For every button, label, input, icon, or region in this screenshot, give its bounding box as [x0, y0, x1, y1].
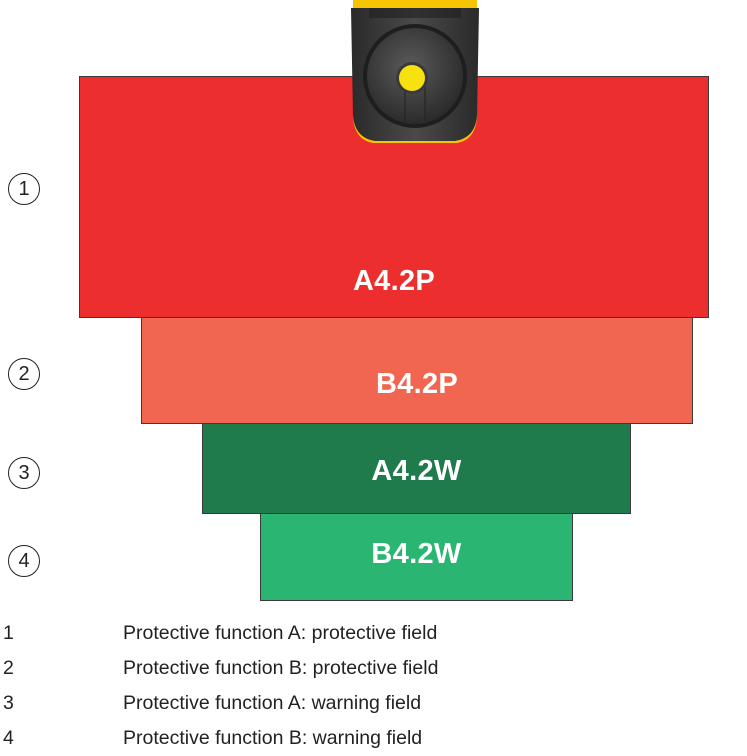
legend-item: 4 Protective function B: warning field	[0, 727, 747, 755]
legend-number: 3	[3, 692, 14, 714]
callout-2: 2	[8, 358, 40, 390]
legend-item: 3 Protective function A: warning field	[0, 692, 747, 720]
callout-4: 4	[8, 545, 40, 577]
legend-text: Protective function A: protective field	[123, 622, 438, 644]
field-label-b4-2w: B4.2W	[371, 538, 462, 570]
legend-number: 4	[3, 727, 14, 749]
field-label-a4-2w: A4.2W	[371, 455, 462, 487]
callout-1: 1	[8, 173, 40, 205]
laser-scanner-icon	[351, 0, 479, 143]
field-label-b4-2p: B4.2P	[375, 368, 459, 400]
legend-number: 1	[3, 622, 14, 644]
warning-field-a: A4.2W	[202, 423, 631, 514]
legend-text: Protective function B: warning field	[123, 727, 423, 749]
legend-text: Protective function B: protective field	[123, 657, 439, 679]
legend-text: Protective function A: warning field	[123, 692, 422, 714]
field-label-a4-2p: A4.2P	[352, 265, 436, 297]
legend-item: 1 Protective function A: protective fiel…	[0, 622, 747, 650]
protective-field-b: B4.2P	[141, 317, 693, 424]
legend-number: 2	[3, 657, 14, 679]
legend-item: 2 Protective function B: protective fiel…	[0, 657, 747, 685]
callout-3: 3	[8, 457, 40, 489]
warning-field-b: B4.2W	[260, 513, 573, 601]
